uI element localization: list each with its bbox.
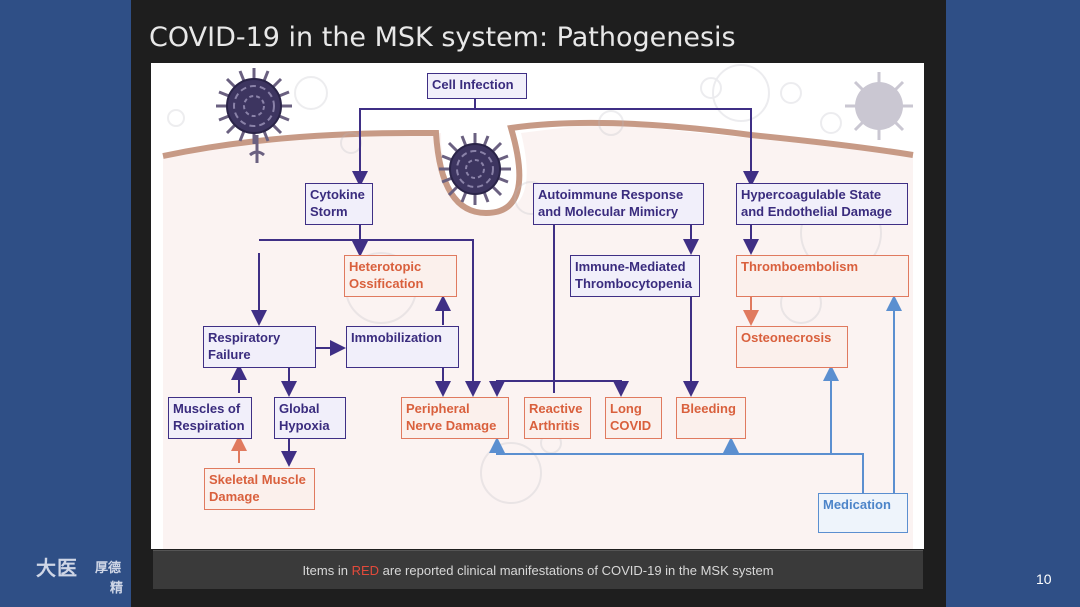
node-cytokine-storm: Cytokine Storm	[305, 183, 373, 225]
node-immobilization: Immobilization	[346, 326, 459, 368]
node-global-hypoxia: Global Hypoxia	[274, 397, 346, 439]
virus-icon-right	[845, 72, 913, 140]
virus-icon-left	[216, 68, 292, 144]
node-hypercoagulable-state: Hypercoagulable State and Endothelial Da…	[736, 183, 908, 225]
caption-red-word: RED	[351, 562, 380, 578]
logo-sub-1: 厚德	[95, 560, 122, 575]
diagram-canvas	[162, 64, 914, 549]
node-cell-infection: Cell Infection	[427, 73, 527, 99]
virus-icon-center	[439, 133, 511, 205]
logo-main: 大医	[36, 558, 78, 580]
caption-bar: Items in RED are reported clinical manif…	[153, 550, 923, 589]
caption-text-before: Items in	[302, 562, 348, 578]
node-bleeding: Bleeding	[676, 397, 746, 439]
node-peripheral-nerve-damage: Peripheral Nerve Damage	[401, 397, 509, 439]
node-reactive-arthritis: Reactive Arthritis	[524, 397, 591, 439]
node-skeletal-muscle-damage: Skeletal Muscle Damage	[204, 468, 315, 510]
node-muscles-of-respiration: Muscles of Respiration	[168, 397, 252, 439]
page-number: 10	[1036, 571, 1052, 587]
node-thromboembolism: Thromboembolism	[736, 255, 909, 297]
node-osteonecrosis: Osteonecrosis	[736, 326, 848, 368]
node-long-covid: Long COVID	[605, 397, 662, 439]
logo-sub-2: 精	[110, 580, 124, 595]
node-heterotopic-ossification: Heterotopic Ossification	[344, 255, 457, 297]
cell-membrane	[162, 119, 914, 217]
slide-title: COVID-19 in the MSK system: Pathogenesis	[149, 22, 736, 53]
receptor-icon	[249, 135, 265, 163]
diagram-panel: Cell Infection Cytokine Storm Autoimmune…	[151, 63, 924, 549]
caption-text-after: are reported clinical manifestations of …	[382, 562, 774, 578]
node-medication: Medication	[818, 493, 908, 533]
node-immune-thrombocytopenia: Immune-Mediated Thrombocytopenia	[570, 255, 700, 297]
node-respiratory-failure: Respiratory Failure	[203, 326, 316, 368]
node-autoimmune-response: Autoimmune Response and Molecular Mimicr…	[533, 183, 704, 225]
